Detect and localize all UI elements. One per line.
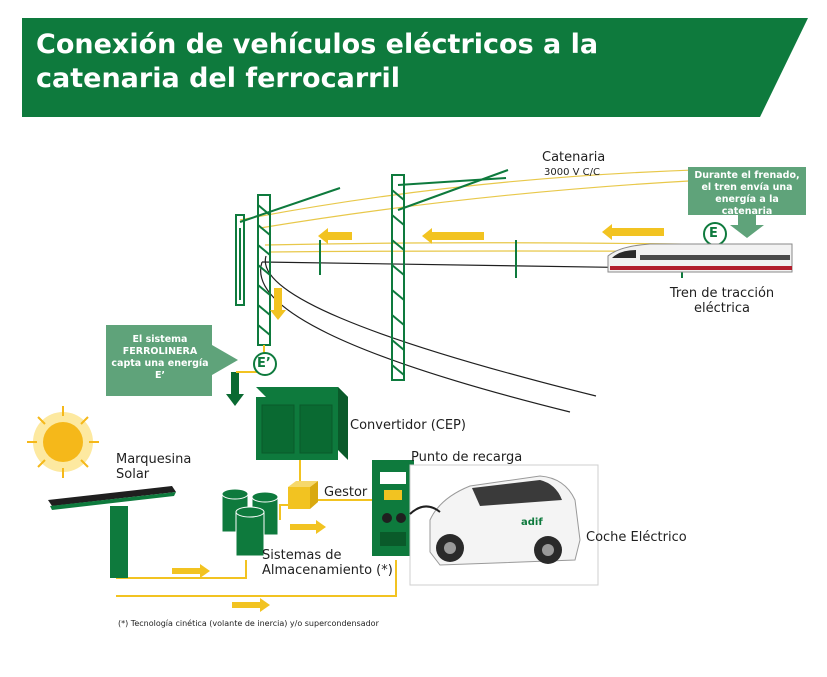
- gestor-icon: [288, 481, 318, 509]
- connection-lines: [116, 460, 397, 597]
- catenaria-voltage-label: 3000 V C/C: [544, 167, 600, 178]
- rails: [260, 255, 791, 413]
- mast-middle: [391, 169, 509, 381]
- tren-label: Tren de tracción eléctrica: [669, 286, 775, 316]
- energy-e-label: E: [709, 226, 718, 241]
- gestor-label: Gestor: [324, 485, 368, 500]
- coche-label: Coche Eléctrico: [586, 530, 687, 545]
- energy-down-arrow: [226, 372, 244, 406]
- footnote: (*) Tecnología cinética (volante de iner…: [118, 619, 379, 628]
- arrow-icon: [270, 224, 664, 320]
- solar-panel-icon: [48, 486, 176, 578]
- punto-recarga-label: Punto de recarga: [411, 450, 523, 465]
- converter-icon: [256, 387, 348, 460]
- charger-icon: [372, 460, 414, 556]
- arrow-icon: [172, 520, 326, 612]
- marquesina-label: Marquesina Solar: [116, 452, 192, 482]
- convertidor-label: Convertidor (CEP): [350, 418, 466, 433]
- car-brand-label: adif: [521, 517, 543, 528]
- title-banner-shape: [22, 18, 808, 117]
- storage-cylinder-icon: [221, 488, 279, 557]
- title-banner: [22, 18, 808, 117]
- ferrolinera-callout: [106, 325, 238, 396]
- sun-icon: [27, 406, 99, 478]
- page-title: Conexión de vehículos eléctricos a la ca…: [36, 29, 599, 94]
- car-icon: [409, 464, 599, 586]
- energy-e-prime-label: E’: [257, 356, 271, 371]
- frenado-callout: [688, 167, 806, 238]
- ferrolinera-text: El sistema FERROLINERA capta una energía…: [111, 334, 209, 381]
- mast-left: [235, 187, 341, 346]
- sistemas-label: Sistemas de Almacenamiento (*): [262, 548, 393, 578]
- catenaria-label: Catenaria: [542, 150, 606, 165]
- train-icon: [607, 243, 793, 273]
- frenado-text: Durante el frenado, el tren envía una en…: [694, 170, 800, 217]
- energy-e-prime-badge: [253, 352, 277, 376]
